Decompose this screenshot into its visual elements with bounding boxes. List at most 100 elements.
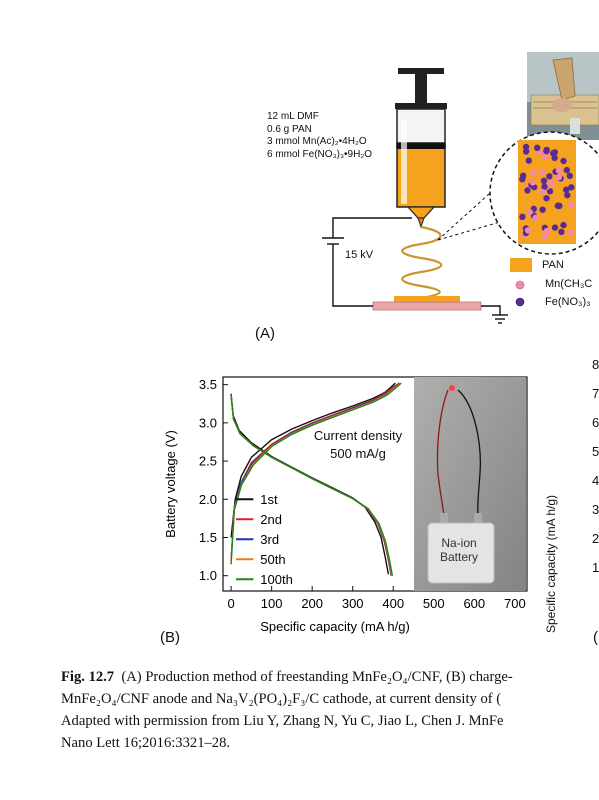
recipe-line: 3 mmol Mn(Ac)₂•4H₂O — [267, 136, 367, 147]
y-tick-label: 3.5 — [199, 377, 217, 392]
fe-particle — [558, 228, 565, 236]
legend-label: 1st — [260, 492, 278, 507]
current-density-value: 500 mA/g — [330, 446, 386, 461]
mn-particle — [542, 153, 549, 161]
panel-a-label: (A) — [255, 325, 275, 342]
x-tick-label: 700 — [504, 596, 526, 611]
caption-label: Fig. 12.7 — [61, 669, 115, 685]
battery-label-line2: Battery — [439, 550, 478, 564]
fe-particle — [568, 184, 575, 191]
fe-particle — [551, 224, 559, 231]
mn-particle — [530, 169, 537, 177]
fe-particle — [560, 221, 567, 229]
legend-label: 100th — [260, 572, 293, 587]
fe-particle — [522, 148, 530, 155]
fe-particle — [543, 195, 550, 202]
panel-a-legend — [510, 258, 532, 307]
right-axis-tick: 4 — [592, 473, 599, 488]
mn-particle — [548, 179, 556, 187]
mn-particle — [541, 233, 549, 241]
caption-line-3: Adapted with permission from Liu Y, Zhan… — [61, 713, 504, 729]
legend-label: 3rd — [260, 532, 279, 547]
legend-pan-label: PAN — [542, 259, 564, 271]
series-discharge-line — [230, 395, 392, 576]
syringe — [395, 68, 447, 229]
x-tick-label: 200 — [301, 596, 323, 611]
series-charge-line — [230, 382, 401, 561]
fe-particle — [525, 157, 533, 164]
collector-plate — [372, 301, 482, 311]
fe-particle — [546, 173, 553, 180]
fiber-spiral — [401, 225, 443, 300]
x-tick-label: 400 — [382, 596, 404, 611]
fe-particle — [543, 147, 550, 155]
circuit-wire — [322, 217, 508, 324]
y-tick-label: 1.5 — [199, 530, 217, 545]
fe-particle — [563, 166, 571, 174]
zoom-callout — [437, 131, 599, 255]
y-tick-label: 3.0 — [199, 415, 217, 430]
mn-particle — [555, 167, 563, 174]
recipe-line: 12 mL DMF — [267, 111, 319, 122]
series-discharge-line — [230, 395, 394, 576]
x-axis-label: Specific capacity (mA h/g) — [260, 619, 410, 634]
legend-fe-label: Fe(NO₃)₃ — [545, 296, 591, 308]
fe-particle — [539, 206, 546, 213]
fe-particle — [522, 143, 530, 151]
series-discharge-line — [230, 395, 393, 576]
current-density-label: Current density 500 mA/g — [308, 428, 408, 461]
recipe-line: 0.6 g PAN — [267, 123, 312, 135]
mn-particle — [539, 168, 546, 176]
fe-particle — [519, 213, 526, 221]
fe-particle — [524, 187, 531, 194]
x-tick-label: 500 — [423, 596, 445, 611]
x-tick-label: 100 — [261, 596, 283, 611]
fe-particle — [546, 188, 554, 195]
mn-particle — [539, 189, 546, 196]
fe-particle — [534, 144, 541, 152]
figure-caption: Fig. 12.7 (A) Production method of frees… — [61, 666, 599, 754]
legend-label: 2nd — [260, 512, 282, 527]
right-axis-tick: 6 — [592, 415, 599, 430]
right-axis-tick: 1 — [592, 560, 599, 575]
plot-frame — [222, 376, 528, 592]
series-charge-line — [230, 382, 402, 565]
fe-particle — [519, 175, 526, 183]
photo-inset — [527, 52, 599, 140]
right-axis-tick: 2 — [592, 531, 599, 546]
right-axis-label: Specific capacity (mA h/g) — [544, 494, 558, 634]
right-axis-tick: 8 — [592, 357, 599, 372]
mn-particle — [529, 179, 536, 186]
caption-line-4: Nano Lett 16;2016:3321–28. — [61, 735, 231, 751]
battery-label-line1: Na-ion — [441, 536, 477, 550]
fe-particle — [560, 157, 567, 165]
battery-label: Na-ion Battery — [431, 536, 487, 564]
y-tick-label: 1.0 — [199, 568, 217, 583]
panel-c-label-partial: ( — [593, 629, 598, 646]
mn-particle — [543, 227, 551, 235]
y-tick-label: 2.5 — [199, 454, 217, 469]
x-tick-label: 0 — [227, 596, 234, 611]
mn-particle — [567, 229, 574, 237]
right-axis-tick: 3 — [592, 502, 599, 517]
voltage-label: 15 kV — [345, 249, 374, 261]
current-density-title: Current density — [313, 428, 403, 443]
x-tick-label: 300 — [342, 596, 364, 611]
fe-particle — [554, 202, 562, 209]
mn-particle — [532, 214, 539, 222]
fiber-mat — [394, 296, 460, 302]
fe-particle — [566, 172, 573, 180]
mn-particle — [568, 202, 575, 209]
solution-recipe: 12 mL DMF 0.6 g PAN 3 mmol Mn(Ac)₂•4H₂O … — [267, 111, 372, 161]
fe-particle — [541, 183, 548, 190]
caption-line-2: MnFe₂O₄/CNF anode and Na₃V₂(PO₄)₂F₃/C ca… — [61, 691, 502, 707]
fe-particle — [563, 186, 570, 193]
right-axis-tick: 5 — [592, 444, 599, 459]
y-axis-label: Battery voltage (V) — [163, 430, 178, 538]
series-charge-line — [230, 382, 400, 561]
mn-particle — [555, 173, 563, 181]
panel-b-label: (B) — [160, 629, 180, 646]
legend-mn-label: Mn(CH₃C — [545, 278, 593, 290]
fe-particle — [540, 177, 548, 185]
recipe-line: 6 mmol Fe(NO₃)₃•9H₂O — [267, 148, 372, 160]
